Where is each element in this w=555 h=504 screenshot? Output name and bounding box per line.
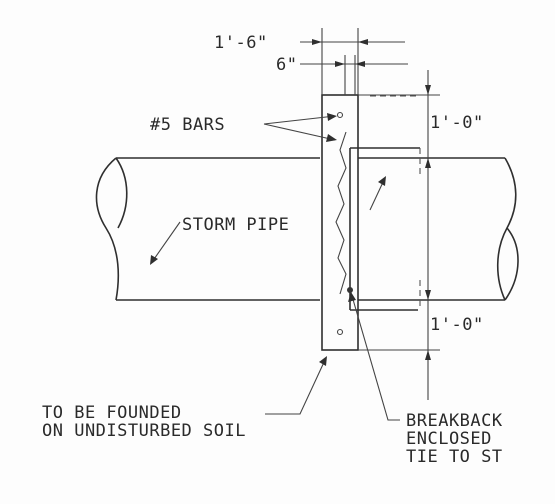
label-dim-right-lower: 1'-0" xyxy=(430,315,484,335)
arrow-pipe xyxy=(150,255,158,265)
footing-wall xyxy=(321,94,359,351)
label-founded-line2: ON UNDISTURBED SOIL xyxy=(42,421,246,441)
label-dim-top-inner: 6" xyxy=(276,55,297,75)
rebar-mid-dot xyxy=(347,287,353,293)
label-founded-line1: TO BE FOUNDED xyxy=(42,403,182,423)
leader-breakback xyxy=(351,295,400,421)
arrow-right-bottom xyxy=(425,350,431,360)
label-storm-pipe: STORM PIPE xyxy=(182,215,289,235)
rebar-top-dot xyxy=(336,111,344,119)
arrow-bars-upper xyxy=(327,113,337,121)
concrete-break-line xyxy=(335,131,347,295)
leader-pipe xyxy=(151,221,181,263)
label-dim-right-upper: 1'-0" xyxy=(430,113,484,133)
arrow-right-upper-bottom xyxy=(425,158,431,168)
pipe-right-break-inner xyxy=(504,227,519,301)
pipe-right-break xyxy=(496,157,517,301)
footing-rect xyxy=(321,94,359,351)
label-bars: #5 BARS xyxy=(150,115,225,135)
leaders xyxy=(150,113,400,421)
label-breakback-line3: TIE TO ST xyxy=(406,447,503,467)
leader-bars-lower xyxy=(263,123,336,141)
arrow-bars-lower xyxy=(326,134,337,142)
leader-founded xyxy=(265,359,326,415)
collar-outline xyxy=(349,95,421,311)
pipe-left-break xyxy=(95,157,120,301)
leader-bars-upper xyxy=(263,115,336,125)
right-dimensions xyxy=(358,70,440,400)
arrow-outer-left xyxy=(312,39,322,45)
arrow-right-lower-top xyxy=(425,290,431,300)
rebar-bottom-dot xyxy=(336,328,344,336)
arrow-outer-right xyxy=(358,39,368,45)
label-breakback-line2: ENCLOSED xyxy=(406,429,492,449)
arrow-inner-right xyxy=(355,61,365,67)
pipe-left-break-inner xyxy=(115,157,128,229)
leader-collar xyxy=(369,179,385,211)
arrow-breakback xyxy=(348,292,356,302)
label-dim-top-outer: 1'-6" xyxy=(214,33,268,53)
label-breakback-line1: BREAKBACK xyxy=(406,411,503,431)
arrow-collar xyxy=(378,176,386,186)
arrow-inner-left xyxy=(335,61,345,67)
arrow-founded xyxy=(319,356,327,366)
storm-pipe xyxy=(95,157,519,301)
top-dimensions xyxy=(300,28,408,95)
arrow-right-top xyxy=(425,85,431,95)
